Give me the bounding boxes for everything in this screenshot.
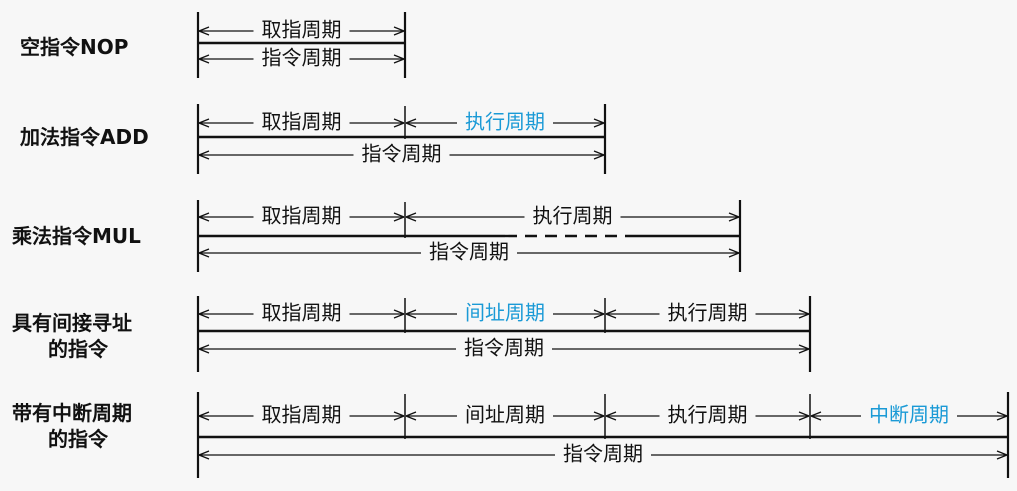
row-4-phase-1-left-arrow	[198, 309, 210, 319]
row-5-phase-4-label: 中断周期	[869, 403, 949, 427]
row-3-instruction-cycle-left-arrow	[198, 248, 210, 258]
row-2-phase-1-label: 取指周期	[262, 110, 342, 134]
row-5-instruction-cycle-label: 指令周期	[563, 442, 643, 466]
row-2-instruction-cycle-left-arrow	[198, 150, 210, 160]
row-4-instruction-cycle-label: 指令周期	[464, 336, 544, 360]
row-1-instruction-cycle-left-arrow	[198, 54, 210, 64]
row-label-indirect-line1: 具有间接寻址	[12, 311, 132, 335]
row-2-phase-2-label: 执行周期	[465, 110, 545, 134]
row-label-nop: 空指令NOP	[20, 35, 129, 59]
row-3-phase-2-right-arrow	[728, 212, 740, 222]
row-3-instruction-cycle-right-arrow	[728, 248, 740, 258]
row-2-phase-2-left-arrow	[405, 118, 417, 128]
row-5-phase-2-right-arrow	[593, 411, 605, 421]
row-4-phase-1-right-arrow	[393, 309, 405, 319]
row-label-indirect-line2: 的指令	[48, 337, 108, 361]
row-3-phase-2-left-arrow	[405, 212, 417, 222]
row-4-phase-2-left-arrow	[405, 309, 417, 319]
row-2-instruction-cycle-right-arrow	[593, 150, 605, 160]
row-5-phase-4-right-arrow	[996, 411, 1008, 421]
row-4-phase-3-left-arrow	[605, 309, 617, 319]
row-1-phase-1-right-arrow	[393, 26, 405, 36]
row-label-interrupt-line2: 的指令	[48, 427, 108, 451]
row-5-phase-4-left-arrow	[810, 411, 822, 421]
row-3-phase-2-label: 执行周期	[533, 204, 613, 228]
row-label-interrupt-line1: 带有中断周期	[12, 401, 132, 425]
row-5-phase-1-right-arrow	[393, 411, 405, 421]
row-2-phase-1-right-arrow	[393, 118, 405, 128]
row-5-phase-3-right-arrow	[798, 411, 810, 421]
row-1-instruction-cycle-right-arrow	[393, 54, 405, 64]
row-5-phase-2-left-arrow	[405, 411, 417, 421]
row-3-phase-1-right-arrow	[393, 212, 405, 222]
row-5-phase-3-left-arrow	[605, 411, 617, 421]
row-5-phase-3-label: 执行周期	[668, 403, 748, 427]
row-2-instruction-cycle-label: 指令周期	[362, 142, 442, 166]
row-4-phase-1-label: 取指周期	[262, 301, 342, 325]
row-4-phase-2-right-arrow	[593, 309, 605, 319]
row-5-instruction-cycle-right-arrow	[996, 450, 1008, 460]
row-3-instruction-cycle-label: 指令周期	[429, 240, 509, 264]
row-4-phase-3-right-arrow	[798, 309, 810, 319]
row-1-instruction-cycle-label: 指令周期	[262, 46, 342, 70]
row-4-instruction-cycle-left-arrow	[198, 344, 210, 354]
row-label-mul: 乘法指令MUL	[12, 224, 141, 248]
row-1-phase-1-label: 取指周期	[262, 18, 342, 42]
row-1-phase-1-left-arrow	[198, 26, 210, 36]
row-3-phase-1-left-arrow	[198, 212, 210, 222]
row-5-phase-1-left-arrow	[198, 411, 210, 421]
row-2-phase-1-left-arrow	[198, 118, 210, 128]
row-label-add: 加法指令ADD	[20, 125, 149, 149]
row-2-phase-2-right-arrow	[593, 118, 605, 128]
row-label-indirect: 具有间接寻址 的指令	[12, 310, 132, 362]
row-5-phase-2-label: 间址周期	[465, 403, 545, 427]
row-5-instruction-cycle-left-arrow	[198, 450, 210, 460]
row-4-phase-2-label: 间址周期	[465, 301, 545, 325]
row-4-instruction-cycle-right-arrow	[798, 344, 810, 354]
row-label-interrupt: 带有中断周期 的指令	[12, 400, 132, 452]
row-3-phase-1-label: 取指周期	[262, 204, 342, 228]
row-4-phase-3-label: 执行周期	[668, 301, 748, 325]
row-5-phase-1-label: 取指周期	[262, 403, 342, 427]
